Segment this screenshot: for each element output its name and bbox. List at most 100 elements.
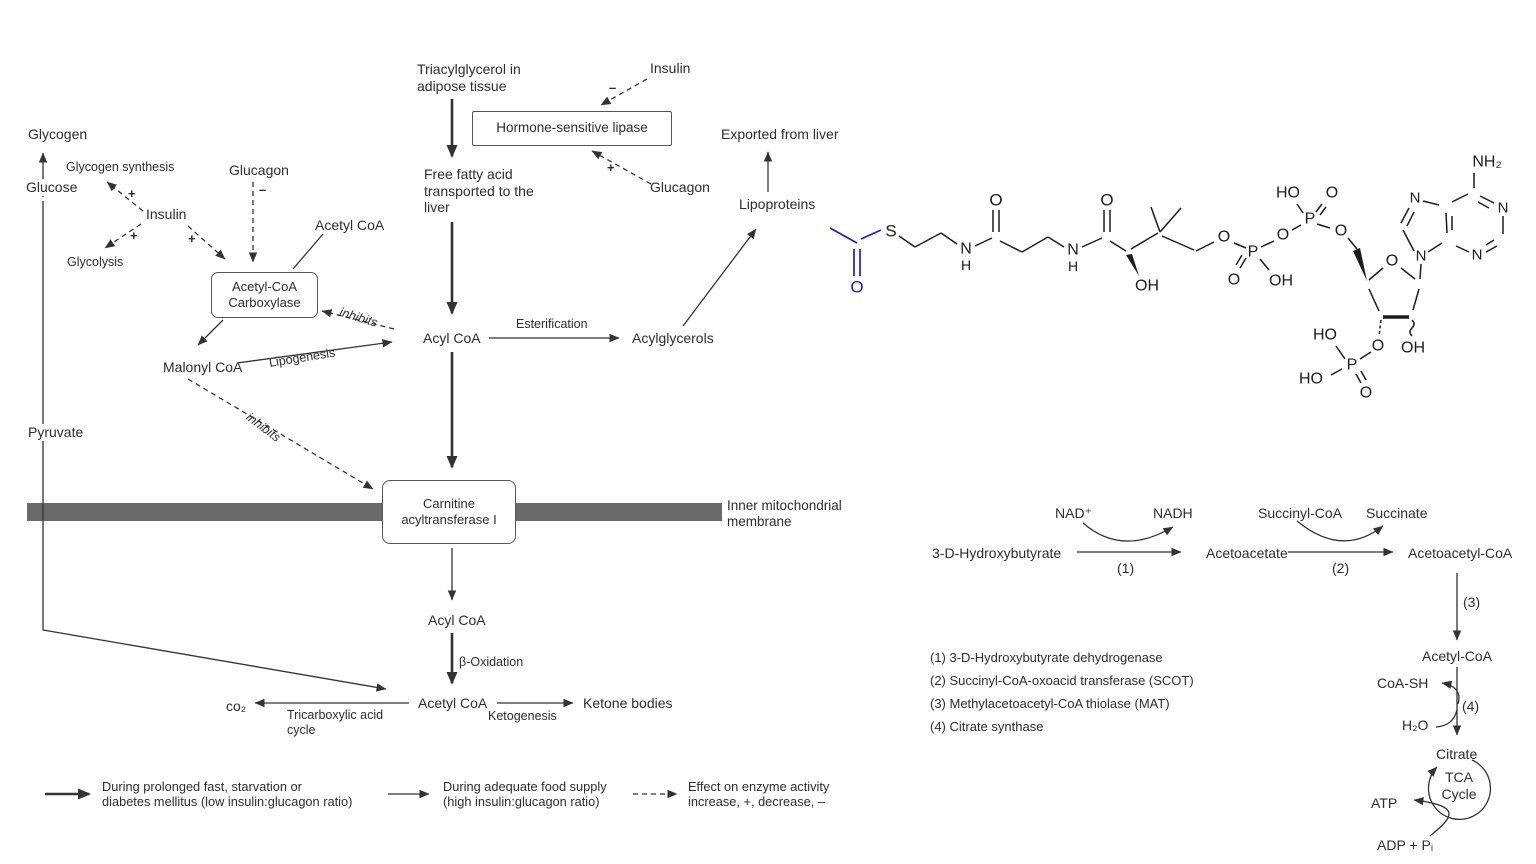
node-glucagon-left: Glucagon: [229, 162, 289, 178]
dashed-arrows: [104, 78, 678, 799]
edge-glycogen-synthesis: Glycogen synthesis: [66, 160, 175, 174]
thick-arrows: [45, 99, 458, 800]
node-exported-from-liver: Exported from liver: [721, 126, 839, 142]
node-acetyl-coa-matrix: Acetyl CoA: [416, 695, 490, 712]
legend-item-fast: During prolonged fast, starvation or dia…: [102, 779, 353, 810]
step-4: (4): [1462, 698, 1480, 714]
cofactor-h2o: H₂O: [1402, 717, 1429, 733]
sign-minus-hsl: –: [609, 80, 617, 95]
edge-beta-oxidation: β-Oxidation: [459, 655, 524, 669]
node-acyl-coa-mid: Acyl CoA: [421, 330, 483, 347]
svg-text:S: S: [885, 222, 896, 241]
sign-plus-glycogen-synthesis: +: [128, 186, 136, 201]
svg-text:O: O: [989, 191, 1002, 210]
svg-text:O: O: [1360, 385, 1372, 402]
ketone-pathway-arrows: [1077, 520, 1492, 837]
node-acyl-coa-matrix: Acyl CoA: [428, 612, 486, 628]
svg-text:P: P: [1347, 357, 1358, 374]
edge-glycolysis: Glycolysis: [67, 255, 124, 269]
svg-text:N: N: [960, 241, 972, 258]
thin-arrows: [38, 151, 773, 799]
svg-text:HO: HO: [1313, 327, 1337, 344]
svg-text:O: O: [1218, 229, 1230, 246]
svg-text:N: N: [1067, 242, 1079, 259]
node-acetoacetate: Acetoacetate: [1206, 545, 1288, 561]
cofactor-nadh: NADH: [1153, 505, 1193, 521]
node-malonyl-coa: Malonyl CoA: [163, 359, 243, 375]
svg-text:N: N: [1472, 247, 1483, 264]
svg-text:H: H: [1068, 258, 1078, 274]
svg-text:N: N: [1416, 248, 1427, 265]
svg-text:O: O: [1386, 253, 1398, 270]
edge-ketogenesis: Ketogenesis: [488, 709, 557, 723]
node-acetyl-coa-top: Acetyl CoA: [315, 217, 385, 233]
node-pyruvate: Pyruvate: [26, 424, 86, 441]
node-glucagon-top: Glucagon: [650, 179, 710, 195]
node-acetyl-coa-right: Acetyl-CoA: [1422, 648, 1493, 664]
svg-text:H: H: [961, 257, 971, 273]
step-1: (1): [1117, 560, 1135, 576]
cofactor-succinyl-coa: Succinyl-CoA: [1258, 505, 1343, 521]
node-triacylglycerol: Triacylglycerol in adipose tissue: [417, 61, 521, 94]
svg-text:O: O: [1100, 191, 1113, 210]
cofactor-adp-pi: ADP + Pᵢ: [1377, 837, 1434, 853]
node-acetoacetyl-coa: Acetoacetyl-CoA: [1408, 545, 1513, 561]
enzyme-key-4: (4) Citrate synthase: [930, 719, 1044, 734]
node-free-fatty-acid: Free fatty acid transported to the liver: [424, 166, 534, 216]
node-glycogen: Glycogen: [28, 126, 88, 142]
inner-mitochondrial-membrane-bar: [27, 503, 722, 521]
svg-text:O: O: [850, 278, 863, 297]
svg-text:HO: HO: [1276, 185, 1300, 202]
cofactor-succinate: Succinate: [1366, 505, 1428, 521]
node-ketone-bodies: Ketone bodies: [583, 695, 673, 711]
sign-plus-hsl: +: [607, 160, 615, 175]
svg-text:OH: OH: [1269, 273, 1293, 290]
sign-plus-glycolysis: +: [130, 228, 138, 243]
node-insulin-left: Insulin: [146, 206, 187, 222]
legend-item-fed: During adequate food supply (high insuli…: [443, 779, 607, 810]
label-inner-membrane: Inner mitochondrial membrane: [727, 498, 842, 529]
node-citrate: Citrate: [1436, 746, 1478, 762]
svg-text:N: N: [1498, 200, 1509, 217]
enzyme-key-2: (2) Succinyl-CoA-oxoacid transferase (SC…: [930, 673, 1194, 688]
edge-tca: Tricarboxylic acid cycle: [287, 708, 384, 737]
node-acylglycerols: Acylglycerols: [632, 330, 714, 346]
hsl-enzyme-box: Hormone-sensitive lipase: [472, 111, 672, 146]
edge-esterification: Esterification: [516, 317, 588, 331]
node-lipoproteins: Lipoproteins: [739, 196, 816, 212]
svg-text:OH: OH: [1135, 278, 1159, 295]
svg-text:P: P: [1248, 244, 1259, 261]
node-glucose: Glucose: [24, 179, 80, 196]
svg-text:HO: HO: [1299, 371, 1323, 388]
label-tca-cycle: TCA Cycle: [1441, 769, 1477, 802]
acc-enzyme-box: Acetyl-CoA Carboxylase: [211, 272, 318, 318]
acetyl-group-bonds: [829, 227, 882, 276]
svg-text:O: O: [1277, 227, 1289, 244]
svg-text:O: O: [1326, 185, 1338, 202]
wedge-bonds: [1126, 248, 1367, 281]
svg-text:O: O: [1372, 338, 1384, 355]
node-hydroxybutyrate: 3-D-Hydroxybutyrate: [932, 545, 1062, 561]
sign-minus-acc: –: [259, 182, 267, 197]
svg-text:O: O: [1335, 223, 1347, 240]
node-co2: co₂: [226, 698, 247, 714]
step-2: (2): [1332, 560, 1350, 576]
cofactor-nad: NAD⁺: [1055, 505, 1092, 521]
enzyme-key-1: (1) 3-D-Hydroxybutyrate dehydrogenase: [930, 650, 1163, 665]
cofactor-coa-sh: CoA-SH: [1377, 675, 1429, 691]
svg-text:NH₂: NH₂: [1472, 154, 1501, 171]
sign-plus-acc: +: [188, 231, 196, 246]
svg-text:P: P: [1305, 211, 1316, 228]
carnitine-enzyme-box: Carnitine acyltransferase I: [382, 480, 516, 544]
coa-bonds: [898, 173, 1504, 384]
svg-text:O: O: [1228, 272, 1240, 289]
legend-item-enzyme-activity: Effect on enzyme activity increase, +, d…: [688, 779, 830, 810]
enzyme-key-3: (3) Methylacetoacetyl-CoA thiolase (MAT): [930, 696, 1170, 711]
svg-text:N: N: [1410, 190, 1421, 207]
step-3: (3): [1463, 594, 1481, 610]
cofactor-atp: ATP: [1371, 795, 1398, 811]
node-insulin-top: Insulin: [650, 60, 691, 76]
